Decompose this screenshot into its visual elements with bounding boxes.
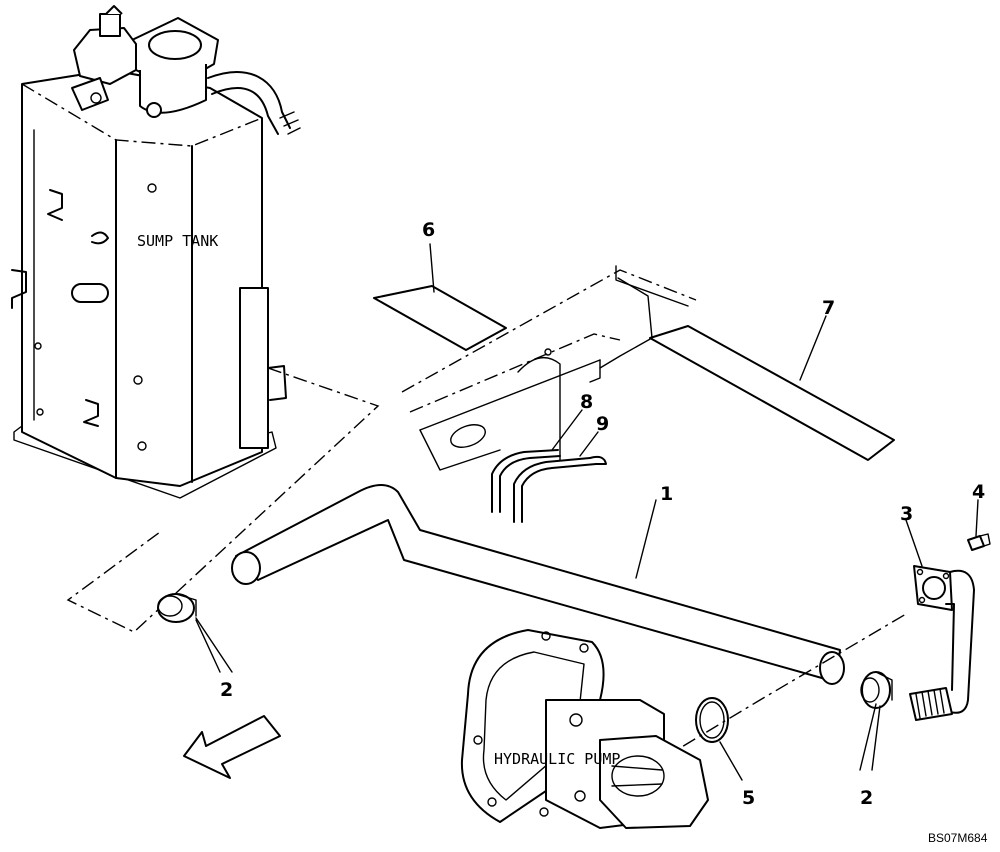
sump-tank: SUMP TANK [11,5,380,633]
callout-5: 5 [742,787,755,809]
sump-tank-label: SUMP TANK [137,232,218,250]
bolt-part-4 [967,533,991,551]
callout-6: 6 [422,219,435,241]
callout-8: 8 [580,391,593,413]
plate-part-7 [649,325,895,461]
centerline [659,613,907,761]
shims-part-8-9 [491,449,607,523]
hydraulic-pump-label: HYDRAULIC PUMP [494,750,620,768]
drawing-reference: BS07M684 [928,831,988,845]
front-direction-arrow-icon [183,715,281,779]
callout-1: 1 [660,483,673,505]
clamp-part-2-right [860,671,893,709]
plate-part-6 [373,285,507,351]
flange-elbow-part-3 [909,565,975,721]
o-ring-part-5 [695,697,729,743]
leader-lines [195,243,979,781]
callout-2-left: 2 [220,679,233,701]
callout-9: 9 [596,413,609,435]
clamp-part-2-left [157,593,197,623]
hydraulic-pump: HYDRAULIC PUMP [460,629,709,829]
callouts: 1 2 2 3 4 5 6 7 8 9 [220,219,985,809]
callout-3: 3 [900,503,913,525]
callout-4: 4 [972,481,985,503]
callout-7: 7 [822,297,835,319]
callout-2-right: 2 [860,787,873,809]
hose-part-1 [231,484,845,685]
